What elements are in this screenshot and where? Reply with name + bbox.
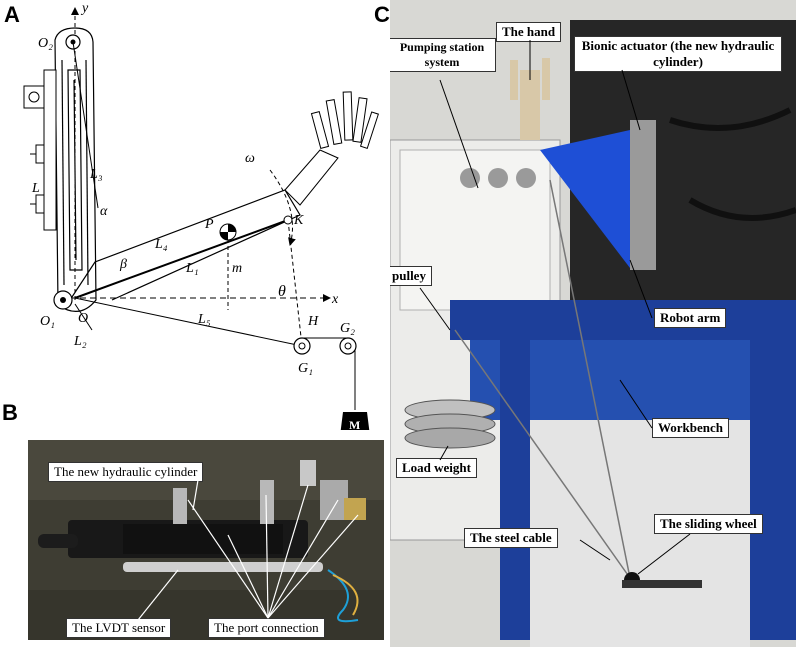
label-workbench: Workbench [652,418,730,438]
panel-c-letter: C [374,2,390,27]
label-l5: L₅ [197,312,211,327]
joint-k [283,215,293,225]
label-l: L [31,181,40,196]
label-l2: L₂ [73,334,87,349]
label-steel-cable: The steel cable [464,528,558,548]
label-o: O [78,311,88,326]
label-load-weight: Load weight [396,458,477,478]
l2-line [74,303,93,331]
label-l3: L₃ [89,167,103,182]
label-o1: O₁ [40,314,55,329]
label-the-hand: The hand [496,22,562,42]
panel-c-photo: Pumping station system The hand Bionic a… [390,0,796,647]
label-beta: β [119,257,127,272]
label-pulley: pulley [390,266,432,286]
pulley-g1 [293,337,311,355]
panel-b-letter: B [2,400,18,425]
label-k: K [293,213,304,228]
side-cylinder [23,69,57,231]
panel-a-diagram: y x O₂ O₁ O L L₃ α L₄ β L₁ m P K ω θ L₅ … [0,0,380,436]
center-of-mass-p [219,223,237,241]
k-cable [287,219,303,347]
label-robot-arm: Robot arm [654,308,727,328]
label-pumping-station: Pumping station system [390,38,496,72]
label-bionic-actuator: Bionic actuator (the new hydraulic cylin… [574,36,782,72]
label-mass: M [349,418,360,430]
upper-arm-body [54,27,97,312]
label-sliding-wheel: The sliding wheel [654,514,763,534]
label-omega: ω [245,151,255,166]
hand-sketch [284,91,379,206]
link-l3 [72,41,99,209]
panel-a-letter: A [4,2,20,27]
arm-kinematics-diagram: y x O₂ O₁ O L L₃ α L₄ β L₁ m P K ω θ L₅ … [23,1,379,436]
label-g2: G₂ [340,321,355,336]
label-o2: O₂ [38,36,53,51]
experiment-setup-photo [390,0,796,647]
label-port-connection: The port connection [208,618,325,638]
label-y-axis: y [80,1,89,16]
label-alpha: α [100,204,108,219]
label-g1: G₁ [298,361,313,376]
label-p: P [204,217,214,232]
label-x-axis: x [331,292,339,307]
omega-arc [269,169,296,246]
pulley-g2 [339,337,357,355]
label-h: H [307,314,319,329]
link-l5 [74,297,303,347]
label-l1: L₁ [185,261,199,276]
link-l1 [74,219,289,299]
label-theta: θ [278,283,286,300]
panel-b-photo: The new hydraulic cylinder The LVDT sens… [28,440,384,640]
label-lvdt-sensor: The LVDT sensor [66,618,172,638]
label-l4: L₄ [154,237,168,252]
label-m: m [232,261,242,276]
label-new-hydraulic-cylinder: The new hydraulic cylinder [48,462,204,482]
